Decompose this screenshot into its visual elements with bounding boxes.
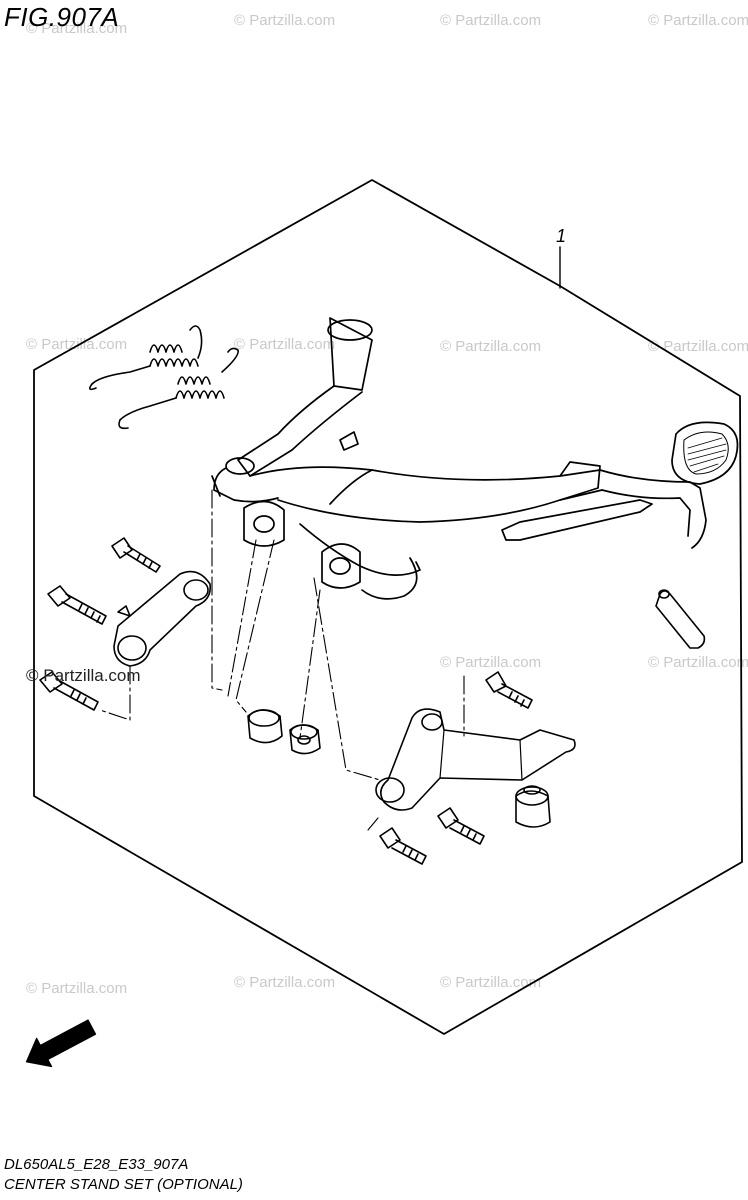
mount-bracket-right	[375, 708, 576, 811]
diagram-caption: CENTER STAND SET (OPTIONAL)	[4, 1176, 243, 1193]
kit-outline	[33, 179, 743, 1035]
watermark-dark: © Partzilla.com	[26, 666, 141, 685]
watermark: © Partzilla.com	[26, 336, 128, 353]
watermark: © Partzilla.com	[648, 338, 748, 355]
fwd-arrow	[25, 1019, 97, 1068]
watermark: © Partzilla.com	[440, 654, 542, 671]
stand-pin	[655, 589, 706, 649]
watermark: © Partzilla.com	[234, 974, 336, 991]
watermark: © Partzilla.com	[648, 654, 748, 671]
watermark: © Partzilla.com	[234, 12, 336, 29]
figure-title: FIG.907A	[4, 2, 120, 32]
watermark: © Partzilla.com	[440, 338, 542, 355]
watermark: © Partzilla.com	[440, 974, 542, 991]
watermark: © Partzilla.com	[648, 12, 748, 29]
bolt-2	[47, 585, 107, 625]
collar-2	[289, 724, 321, 755]
spring-upper	[88, 325, 203, 391]
watermark: © Partzilla.com	[26, 20, 128, 37]
watermark: © Partzilla.com	[26, 980, 128, 997]
callout-1: 1	[556, 226, 567, 246]
bolt-4	[485, 671, 533, 709]
collar-1	[247, 709, 283, 744]
mount-bracket-left	[113, 570, 212, 667]
diagram-code: DL650AL5_E28_E33_907A	[4, 1156, 189, 1173]
bolt-3	[39, 671, 99, 711]
alignment-lines	[99, 489, 465, 831]
bolt-5	[437, 807, 485, 845]
bolt-1	[111, 537, 161, 573]
rubber-stopper	[515, 785, 551, 828]
center-stand-frame	[211, 317, 739, 600]
bolt-6	[379, 827, 427, 865]
watermark: © Partzilla.com	[440, 12, 542, 29]
watermark: © Partzilla.com	[234, 336, 336, 353]
pedal-tread	[687, 437, 727, 473]
spring-lower	[118, 347, 239, 430]
